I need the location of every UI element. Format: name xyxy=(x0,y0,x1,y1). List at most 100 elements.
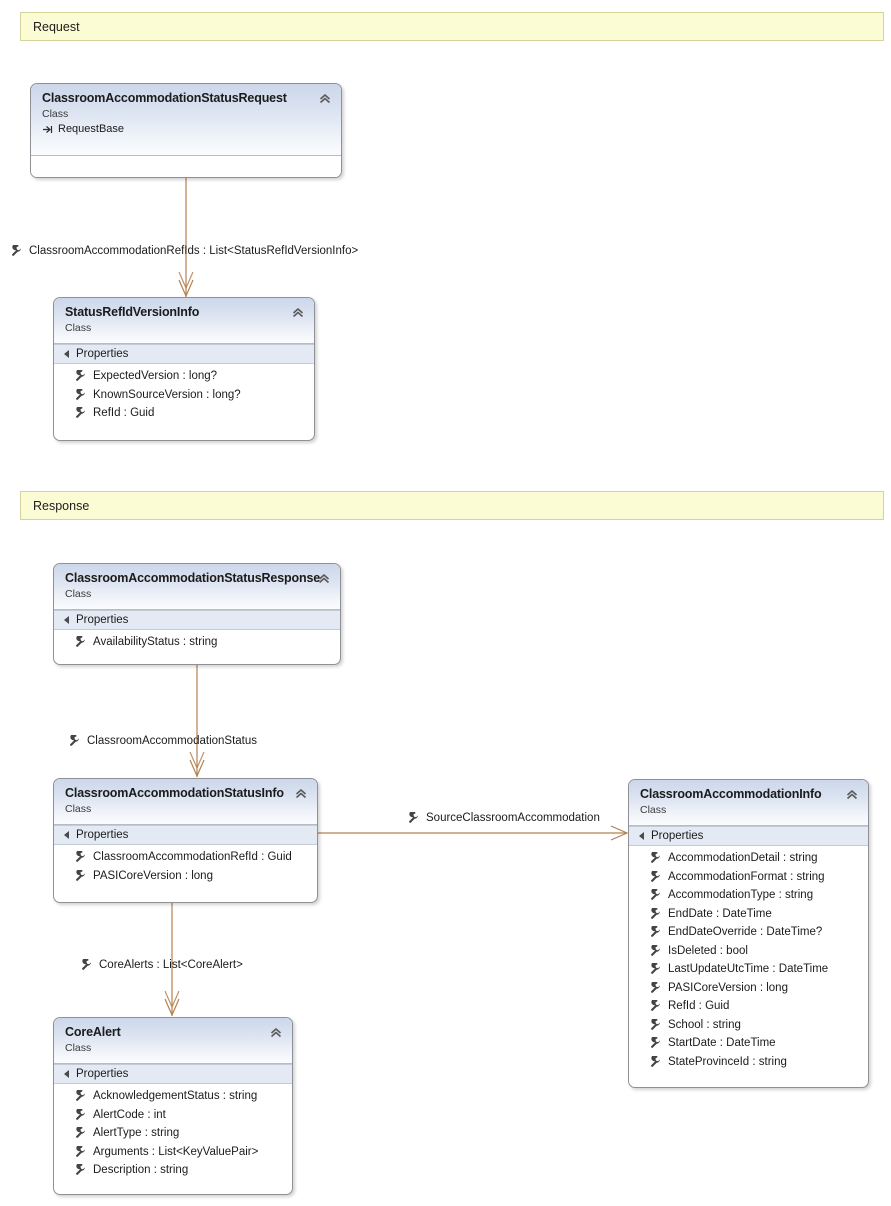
double-chevron-up-icon[interactable] xyxy=(845,788,859,802)
class-header: StatusRefIdVersionInfo Class xyxy=(54,298,314,344)
member-row[interactable]: AvailabilityStatus : string xyxy=(54,633,340,652)
class-base-type: RequestBase xyxy=(42,122,331,137)
member-row[interactable]: AccommodationDetail : string xyxy=(629,849,868,868)
double-chevron-up-icon[interactable] xyxy=(269,1026,283,1040)
property-wrench-icon xyxy=(649,1036,661,1049)
class-stereotype: Class xyxy=(65,1042,92,1054)
expander-triangle-icon[interactable] xyxy=(639,832,644,840)
member-label: StateProvinceId : string xyxy=(668,1055,787,1068)
arrowhead-statusinfo xyxy=(189,759,205,778)
association-label-sourceclassroomaccommodation[interactable]: SourceClassroomAccommodation xyxy=(407,810,600,824)
compartment-label: Properties xyxy=(76,614,129,626)
member-label: AlertCode : int xyxy=(93,1108,166,1121)
section-banner-response: Response xyxy=(20,491,884,520)
section-banner-request: Request xyxy=(20,12,884,41)
member-row[interactable]: AlertType : string xyxy=(54,1124,292,1143)
member-label: EndDateOverride : DateTime? xyxy=(668,926,823,938)
class-statusrefidversioninfo[interactable]: StatusRefIdVersionInfo Class Properties … xyxy=(53,297,315,441)
compartment-properties[interactable]: Properties xyxy=(54,825,317,845)
property-wrench-icon xyxy=(68,733,80,747)
class-header: ClassroomAccommodationStatusResponse Cla… xyxy=(54,564,340,610)
member-row[interactable]: School : string xyxy=(629,1016,868,1035)
double-chevron-up-icon[interactable] xyxy=(294,787,308,801)
class-classroomaccommodationstatusinfo[interactable]: ClassroomAccommodationStatusInfo Class P… xyxy=(53,778,318,903)
association-label-text: CoreAlerts : List<CoreAlert> xyxy=(99,959,243,971)
property-wrench-icon xyxy=(74,1163,86,1176)
double-chevron-up-icon[interactable] xyxy=(318,92,332,106)
member-label: KnownSourceVersion : long? xyxy=(93,388,241,401)
class-classroomaccommodationstatusresponse[interactable]: ClassroomAccommodationStatusResponse Cla… xyxy=(53,563,341,665)
member-list: AccommodationDetail : string Accommodati… xyxy=(629,846,868,1077)
member-row[interactable]: PASICoreVersion : long xyxy=(54,867,317,886)
member-label: School : string xyxy=(668,1018,741,1031)
class-classroomaccommodationstatusrequest[interactable]: ClassroomAccommodationStatusRequest Clas… xyxy=(30,83,342,178)
class-title: ClassroomAccommodationStatusRequest xyxy=(42,91,287,105)
property-wrench-icon xyxy=(10,243,22,257)
member-label: Arguments : List<KeyValuePair> xyxy=(93,1145,259,1158)
expander-triangle-icon[interactable] xyxy=(64,616,69,624)
compartment-properties[interactable]: Properties xyxy=(54,610,340,630)
member-row[interactable]: AccommodationFormat : string xyxy=(629,868,868,887)
member-label: RefId : Guid xyxy=(668,1000,730,1012)
member-row[interactable]: RefId : Guid xyxy=(629,997,868,1016)
class-stereotype: Class xyxy=(65,322,92,334)
property-wrench-icon xyxy=(649,943,661,957)
property-wrench-icon xyxy=(74,1144,86,1158)
property-wrench-icon xyxy=(74,850,86,863)
compartment-properties[interactable]: Properties xyxy=(54,1064,292,1084)
class-title: CoreAlert xyxy=(65,1025,121,1039)
member-row[interactable]: LastUpdateUtcTime : DateTime xyxy=(629,960,868,979)
member-row[interactable]: EndDateOverride : DateTime? xyxy=(629,923,868,942)
member-row[interactable]: RefId : Guid xyxy=(54,404,314,423)
member-label: RefId : Guid xyxy=(93,407,155,419)
member-row[interactable]: StartDate : DateTime xyxy=(629,1034,868,1053)
property-wrench-icon xyxy=(649,1054,661,1068)
class-classroomaccommodationinfo[interactable]: ClassroomAccommodationInfo Class Propert… xyxy=(628,779,869,1088)
member-row[interactable]: ExpectedVersion : long? xyxy=(54,367,314,386)
property-wrench-icon xyxy=(649,925,661,938)
property-wrench-icon xyxy=(649,888,661,901)
class-empty-body xyxy=(31,156,341,177)
double-chevron-up-icon[interactable] xyxy=(317,572,331,586)
class-title: ClassroomAccommodationStatusResponse xyxy=(65,571,321,585)
member-row[interactable]: StateProvinceId : string xyxy=(629,1053,868,1072)
member-row[interactable]: AlertCode : int xyxy=(54,1106,292,1125)
property-wrench-icon xyxy=(74,387,86,401)
member-row[interactable]: EndDate : DateTime xyxy=(629,905,868,924)
arrowhead-corealert xyxy=(164,998,180,1017)
member-row[interactable]: ClassroomAccommodationRefId : Guid xyxy=(54,848,317,867)
property-wrench-icon xyxy=(649,980,661,994)
member-row[interactable]: KnownSourceVersion : long? xyxy=(54,386,314,405)
member-row[interactable]: Arguments : List<KeyValuePair> xyxy=(54,1143,292,1162)
class-stereotype: Class xyxy=(65,588,92,600)
member-row[interactable]: AccommodationType : string xyxy=(629,886,868,905)
compartment-properties[interactable]: Properties xyxy=(629,826,868,846)
property-wrench-icon xyxy=(649,1017,661,1031)
expander-triangle-icon[interactable] xyxy=(64,831,69,839)
member-label: AvailabilityStatus : string xyxy=(93,636,218,648)
member-label: AccommodationFormat : string xyxy=(668,870,825,883)
association-label-classroomaccommodationrefids[interactable]: ClassroomAccommodationRefIds : List<Stat… xyxy=(10,243,359,257)
member-row[interactable]: PASICoreVersion : long xyxy=(629,979,868,998)
expander-triangle-icon[interactable] xyxy=(64,350,69,358)
member-label: AlertType : string xyxy=(93,1127,180,1139)
double-chevron-up-icon[interactable] xyxy=(291,306,305,320)
class-header: CoreAlert Class xyxy=(54,1018,292,1064)
class-base-label: RequestBase xyxy=(58,123,125,135)
member-list: AvailabilityStatus : string xyxy=(54,630,340,658)
compartment-properties[interactable]: Properties xyxy=(54,344,314,364)
property-wrench-icon xyxy=(407,810,419,824)
member-label: ExpectedVersion : long? xyxy=(93,370,218,382)
association-label-classroomaccommodationstatus[interactable]: ClassroomAccommodationStatus xyxy=(68,733,257,747)
expander-triangle-icon[interactable] xyxy=(64,1070,69,1078)
class-header: ClassroomAccommodationStatusRequest Clas… xyxy=(31,84,341,156)
member-row[interactable]: AcknowledgementStatus : string xyxy=(54,1087,292,1106)
property-wrench-icon xyxy=(74,1107,86,1121)
association-label-text: ClassroomAccommodationRefIds : List<Stat… xyxy=(29,245,359,257)
association-label-corealerts[interactable]: CoreAlerts : List<CoreAlert> xyxy=(80,957,243,971)
member-label: ClassroomAccommodationRefId : Guid xyxy=(93,851,292,863)
member-row[interactable]: Description : string xyxy=(54,1161,292,1180)
class-corealert[interactable]: CoreAlert Class Properties Acknowledgeme… xyxy=(53,1017,293,1195)
member-row[interactable]: IsDeleted : bool xyxy=(629,942,868,961)
member-list: ExpectedVersion : long? KnownSourceVersi… xyxy=(54,364,314,429)
